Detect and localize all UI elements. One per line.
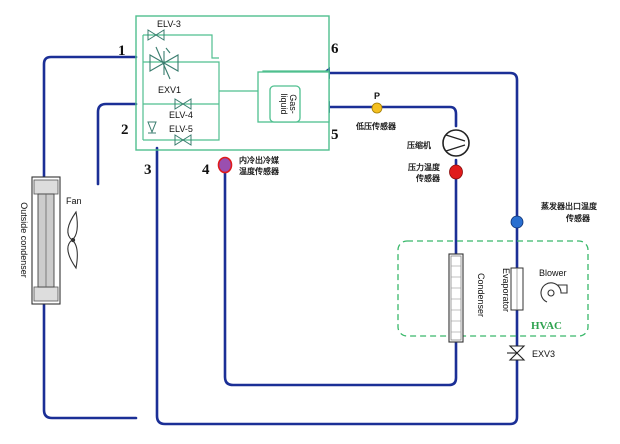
evap-outlet-label-line2: 传感器 <box>565 213 591 223</box>
exv1-valve-icon <box>149 46 179 80</box>
pipe-exv3-to-point6 <box>327 71 519 348</box>
pipe-point3-to-exv3 <box>155 146 519 426</box>
inner-condenser-label-line2: 温度传感器 <box>239 166 280 176</box>
evaporator <box>510 267 524 311</box>
condenser-label: Condenser <box>476 273 486 317</box>
blower-icon <box>540 282 568 303</box>
blower-label: Blower <box>539 268 567 278</box>
pressure-temp-label-line1: 压力温度 <box>408 162 441 172</box>
exv3-valve-icon <box>507 345 526 361</box>
elv5-label: ELV-5 <box>169 124 193 134</box>
elv3-valve-icon <box>147 29 165 41</box>
pipe-point4-inner-condenser-loop <box>223 158 458 387</box>
evap-outlet-label-line1: 蒸发器出口温度 <box>541 201 598 211</box>
exv1-label: EXV1 <box>158 85 181 95</box>
elv4-valve-icon <box>174 98 192 110</box>
gas-liquid-label-line2: liquid <box>279 93 289 114</box>
gas-liquid-separator: Gas- liquid <box>257 71 330 123</box>
point-1-label: 1 <box>118 43 126 59</box>
check-valve-icon <box>147 121 157 134</box>
separator-tank <box>269 85 301 123</box>
low-pressure-sensor-label: 低压传感器 <box>355 121 397 131</box>
hvac-border <box>397 240 589 337</box>
outside-condenser-label: Outside condenser <box>19 202 29 278</box>
pressure-temp-label-line2: 传感器 <box>415 173 441 183</box>
fan-icon <box>67 210 78 270</box>
inner-condenser-label-line1: 内冷出冷媒 <box>239 155 280 165</box>
low-pressure-sensor: P <box>371 91 383 114</box>
point-4-label: 4 <box>202 162 210 178</box>
pipe-separator-to-compressor <box>327 105 458 128</box>
inner-condenser-temp-sensor <box>217 156 233 174</box>
point-2-label: 2 <box>121 122 129 138</box>
hvac-label: HVAC <box>531 320 562 332</box>
fan-label: Fan <box>66 196 82 206</box>
point-3-label: 3 <box>144 162 152 178</box>
elv3-label: ELV-3 <box>157 19 181 29</box>
inner-condenser <box>448 253 464 343</box>
hvac-unit: Condenser Evaporator Blower HVAC <box>397 240 589 343</box>
exv3-label: EXV3 <box>532 349 555 359</box>
point-5-label: 5 <box>331 127 339 143</box>
evap-outlet-temp-sensor <box>510 215 524 229</box>
valve-block: Gas- liquid ELV-3 EXV1 ELV-4 ELV-5 <box>135 15 330 151</box>
elv5-valve-icon <box>174 134 192 146</box>
pipe-point2-to-outside-condenser <box>96 102 138 186</box>
elv4-label: ELV-4 <box>169 110 193 120</box>
evaporator-label: Evaporator <box>501 268 511 312</box>
gas-liquid-label-line1: Gas- <box>288 94 298 114</box>
pressure-temp-sensor <box>449 164 463 180</box>
low-pressure-p-marker: P <box>374 91 380 101</box>
compressor-label: 压缩机 <box>407 140 431 150</box>
compressor-icon <box>442 129 470 157</box>
point-6-label: 6 <box>331 41 339 57</box>
outside-condenser: Outside condenser <box>19 176 61 305</box>
